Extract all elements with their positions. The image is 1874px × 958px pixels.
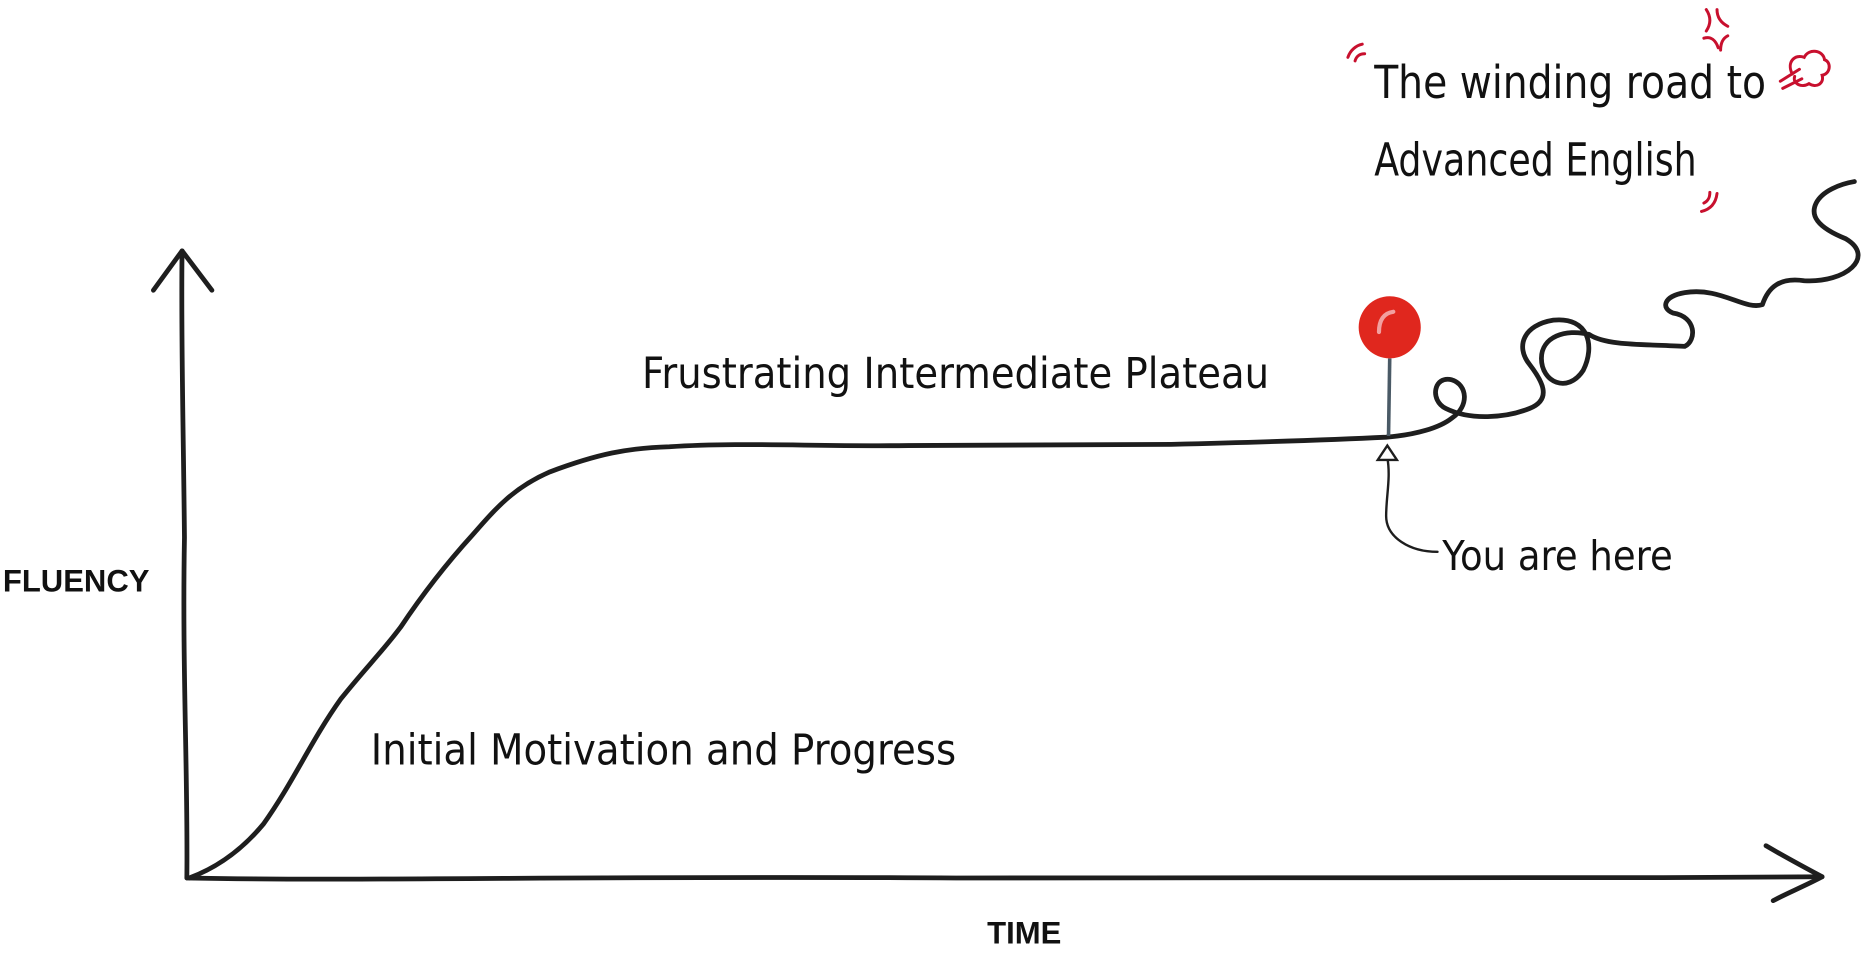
steam-puff-icon bbox=[1778, 49, 1831, 90]
x-axis bbox=[184, 874, 1825, 882]
you-are-here-label: You are here bbox=[1441, 532, 1672, 580]
arrowhead-icon bbox=[1375, 443, 1400, 462]
initial-label: Initial Motivation and Progress bbox=[371, 725, 956, 775]
progress-curve bbox=[186, 179, 1861, 881]
y-axis-label: FLUENCY bbox=[3, 563, 150, 598]
you-are-here-arrow bbox=[1384, 456, 1439, 554]
title-line-1: The winding road to bbox=[1373, 56, 1766, 109]
pin-icon bbox=[1358, 296, 1421, 359]
quote-close-icon bbox=[1699, 190, 1719, 213]
pin-highlight bbox=[1376, 309, 1396, 335]
title-line-2: Advanced English bbox=[1374, 134, 1697, 187]
quote-open-icon bbox=[1346, 42, 1367, 63]
y-axis bbox=[179, 248, 190, 881]
x-axis-label: TIME bbox=[987, 916, 1061, 951]
y-axis-arrowhead bbox=[151, 248, 215, 293]
pin-stem bbox=[1386, 358, 1392, 437]
anger-icon bbox=[1702, 8, 1730, 52]
x-axis-arrowhead bbox=[1763, 843, 1825, 904]
plateau-label: Frustrating Intermediate Plateau bbox=[642, 349, 1269, 399]
